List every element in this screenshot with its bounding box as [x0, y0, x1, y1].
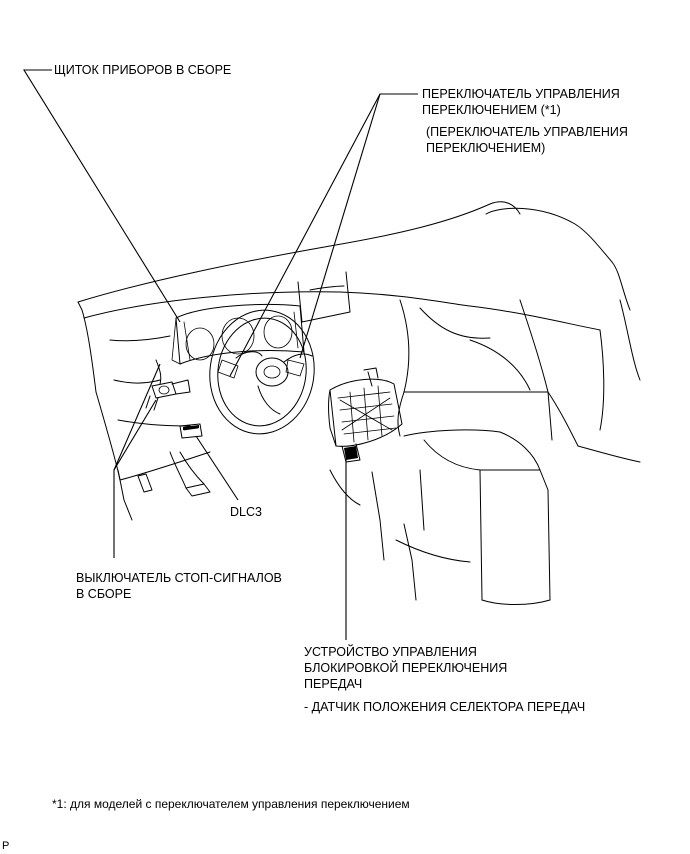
label-combination-meter: ЩИТОК ПРИБОРОВ В СБОРЕ [54, 62, 231, 78]
label-shift-position-sensor: - ДАТЧИК ПОЛОЖЕНИЯ СЕЛЕКТОРА ПЕРЕДАЧ [304, 699, 585, 715]
combination-meter [171, 304, 305, 365]
stop-light-switch [145, 359, 191, 411]
leader-lines [23, 69, 418, 640]
label-shift-switch-line1: ПЕРЕКЛЮЧАТЕЛЬ УПРАВЛЕНИЯ [422, 87, 620, 101]
label-combination-meter-text: ЩИТОК ПРИБОРОВ В СБОРЕ [54, 63, 232, 77]
label-shift-control-switch: ПЕРЕКЛЮЧАТЕЛЬ УПРАВЛЕНИЯ ПЕРЕКЛЮЧЕНИЕМ (… [422, 86, 620, 118]
label-shift-lock-control: УСТРОЙСТВО УПРАВЛЕНИЯ БЛОКИРОВКОЙ ПЕРЕКЛ… [304, 644, 507, 692]
label-dlc3-text: DLC3 [230, 505, 262, 519]
label-dlc3: DLC3 [230, 504, 262, 520]
label-shift-control-switch-alt: (ПЕРЕКЛЮЧАТЕЛЬ УПРАВЛЕНИЯ ПЕРЕКЛЮЧЕНИЕМ) [426, 124, 628, 156]
label-shift-lock-sub: - ДАТЧИК ПОЛОЖЕНИЯ СЕЛЕКТОРА ПЕРЕДАЧ [304, 700, 586, 714]
footnote: *1: для моделей с переключателем управле… [52, 796, 410, 812]
label-shift-switch-alt-line2: ПЕРЕКЛЮЧЕНИЕМ) [426, 141, 546, 155]
label-shift-lock-line1: УСТРОЙСТВО УПРАВЛЕНИЯ [304, 645, 477, 659]
label-shift-lock-line2: БЛОКИРОВКОЙ ПЕРЕКЛЮЧЕНИЯ [304, 661, 508, 675]
steering-wheel [209, 309, 315, 435]
dlc3-connector [179, 423, 203, 439]
label-stop-light-line2: В СБОРЕ [76, 587, 132, 601]
label-shift-switch-alt-line1: (ПЕРЕКЛЮЧАТЕЛЬ УПРАВЛЕНИЯ [426, 125, 628, 139]
shift-lock-control-unit [328, 367, 403, 463]
corner-mark-text: P [2, 840, 10, 852]
label-stop-light-switch: ВЫКЛЮЧАТЕЛЬ СТОП-СИГНАЛОВ В СБОРЕ [76, 570, 282, 602]
footnote-text: *1: для моделей с переключателем управле… [52, 797, 410, 811]
label-stop-light-line1: ВЫКЛЮЧАТЕЛЬ СТОП-СИГНАЛОВ [76, 571, 282, 585]
dashboard-outline [77, 201, 641, 605]
label-shift-switch-line2: ПЕРЕКЛЮЧЕНИЕМ (*1) [422, 103, 561, 117]
label-shift-lock-line3: ПЕРЕДАЧ [304, 677, 363, 691]
corner-mark: P [2, 838, 9, 854]
